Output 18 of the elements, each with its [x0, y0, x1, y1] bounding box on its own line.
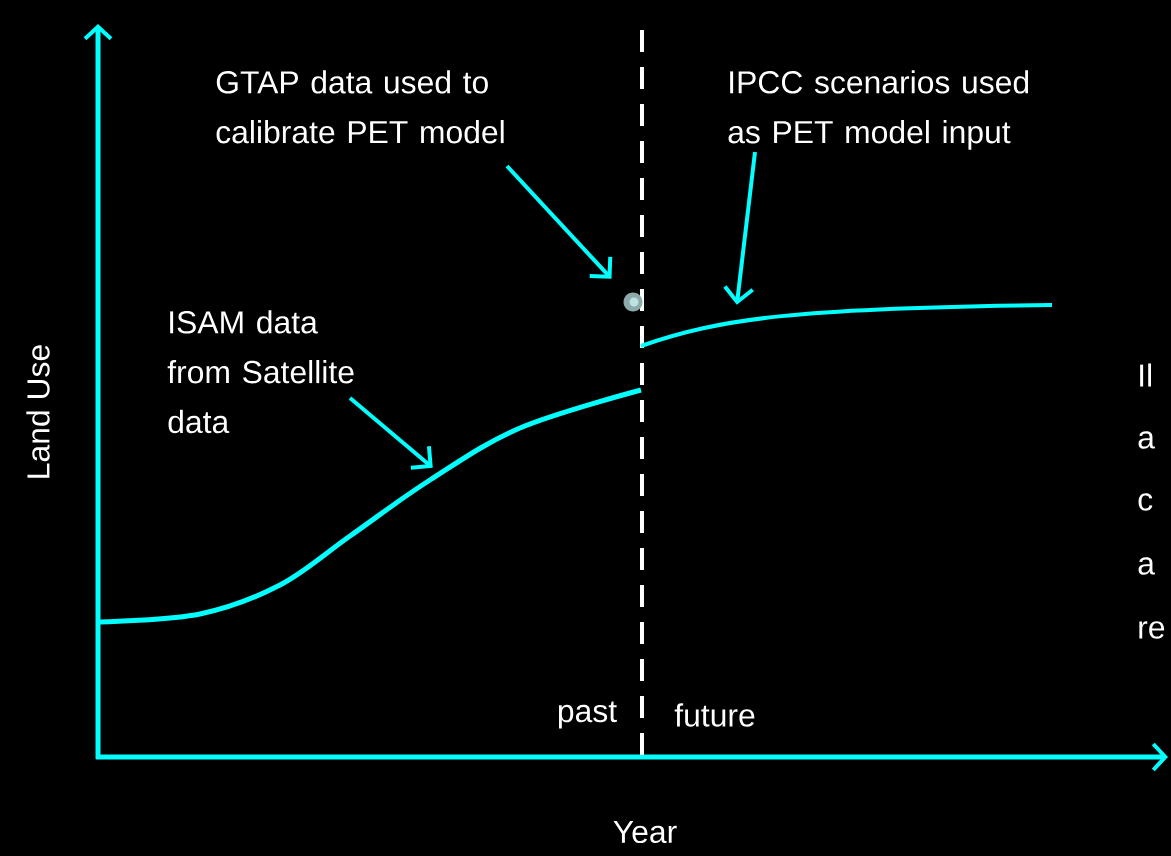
- text: past: [558, 701, 617, 729]
- text: Il: [1140, 363, 1151, 387]
- text: future: [674, 703, 755, 727]
- text: a: [1138, 557, 1155, 575]
- arrow: [723, 151, 757, 305]
- axis-label: Year: [613, 820, 677, 844]
- data-point: [623, 292, 643, 312]
- curve: [99, 387, 642, 625]
- text: re: [1139, 621, 1165, 639]
- annotation-text: IPCC scenarios used as PET model input: [728, 70, 1029, 150]
- curve: [640, 303, 1053, 348]
- arrow: [348, 396, 433, 470]
- text: c: [1138, 493, 1153, 511]
- axis-label: Land Use: [26, 345, 50, 478]
- annotation-text: ISAM data from Satellite data: [167, 310, 354, 434]
- arrow: [505, 164, 613, 279]
- text: a: [1138, 431, 1155, 449]
- annotation-text: GTAP data used to calibrate PET model: [216, 70, 504, 144]
